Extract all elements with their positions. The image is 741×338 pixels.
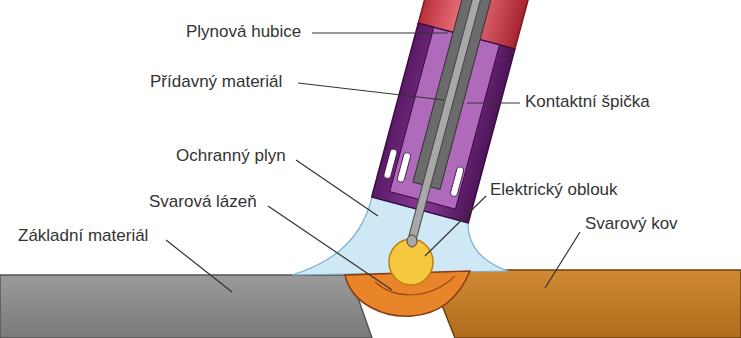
leader-line: [166, 240, 232, 292]
welding-torch: [363, 0, 533, 254]
nozzle-slot: [397, 152, 412, 183]
base-label: Základní materiál: [18, 226, 148, 246]
weld-metal: [430, 270, 741, 338]
gas-label: Ochranný plyn: [176, 146, 286, 166]
nozzle-slot: [383, 148, 398, 179]
arc-label: Elektrický oblouk: [490, 180, 618, 200]
leader-line: [312, 32, 448, 33]
wire-tip: [407, 235, 417, 247]
wire-label: Přídavný materiál: [150, 72, 282, 92]
contact-tip: [413, 0, 498, 189]
leader-line: [467, 102, 520, 103]
leader-lines: [166, 33, 580, 292]
pool-label: Svarová lázeň: [149, 192, 257, 212]
leader-line: [268, 206, 392, 290]
base-material: [0, 275, 372, 338]
leader-line: [545, 232, 580, 288]
leader-line: [296, 160, 378, 216]
leader-line: [425, 196, 486, 256]
tip-label: Kontaktní špička: [525, 92, 650, 112]
weld-label: Svarový kov: [585, 214, 678, 234]
nozzle-label: Plynová hubice: [186, 22, 301, 42]
leader-line: [298, 83, 444, 100]
nozzle-slot: [450, 166, 465, 197]
